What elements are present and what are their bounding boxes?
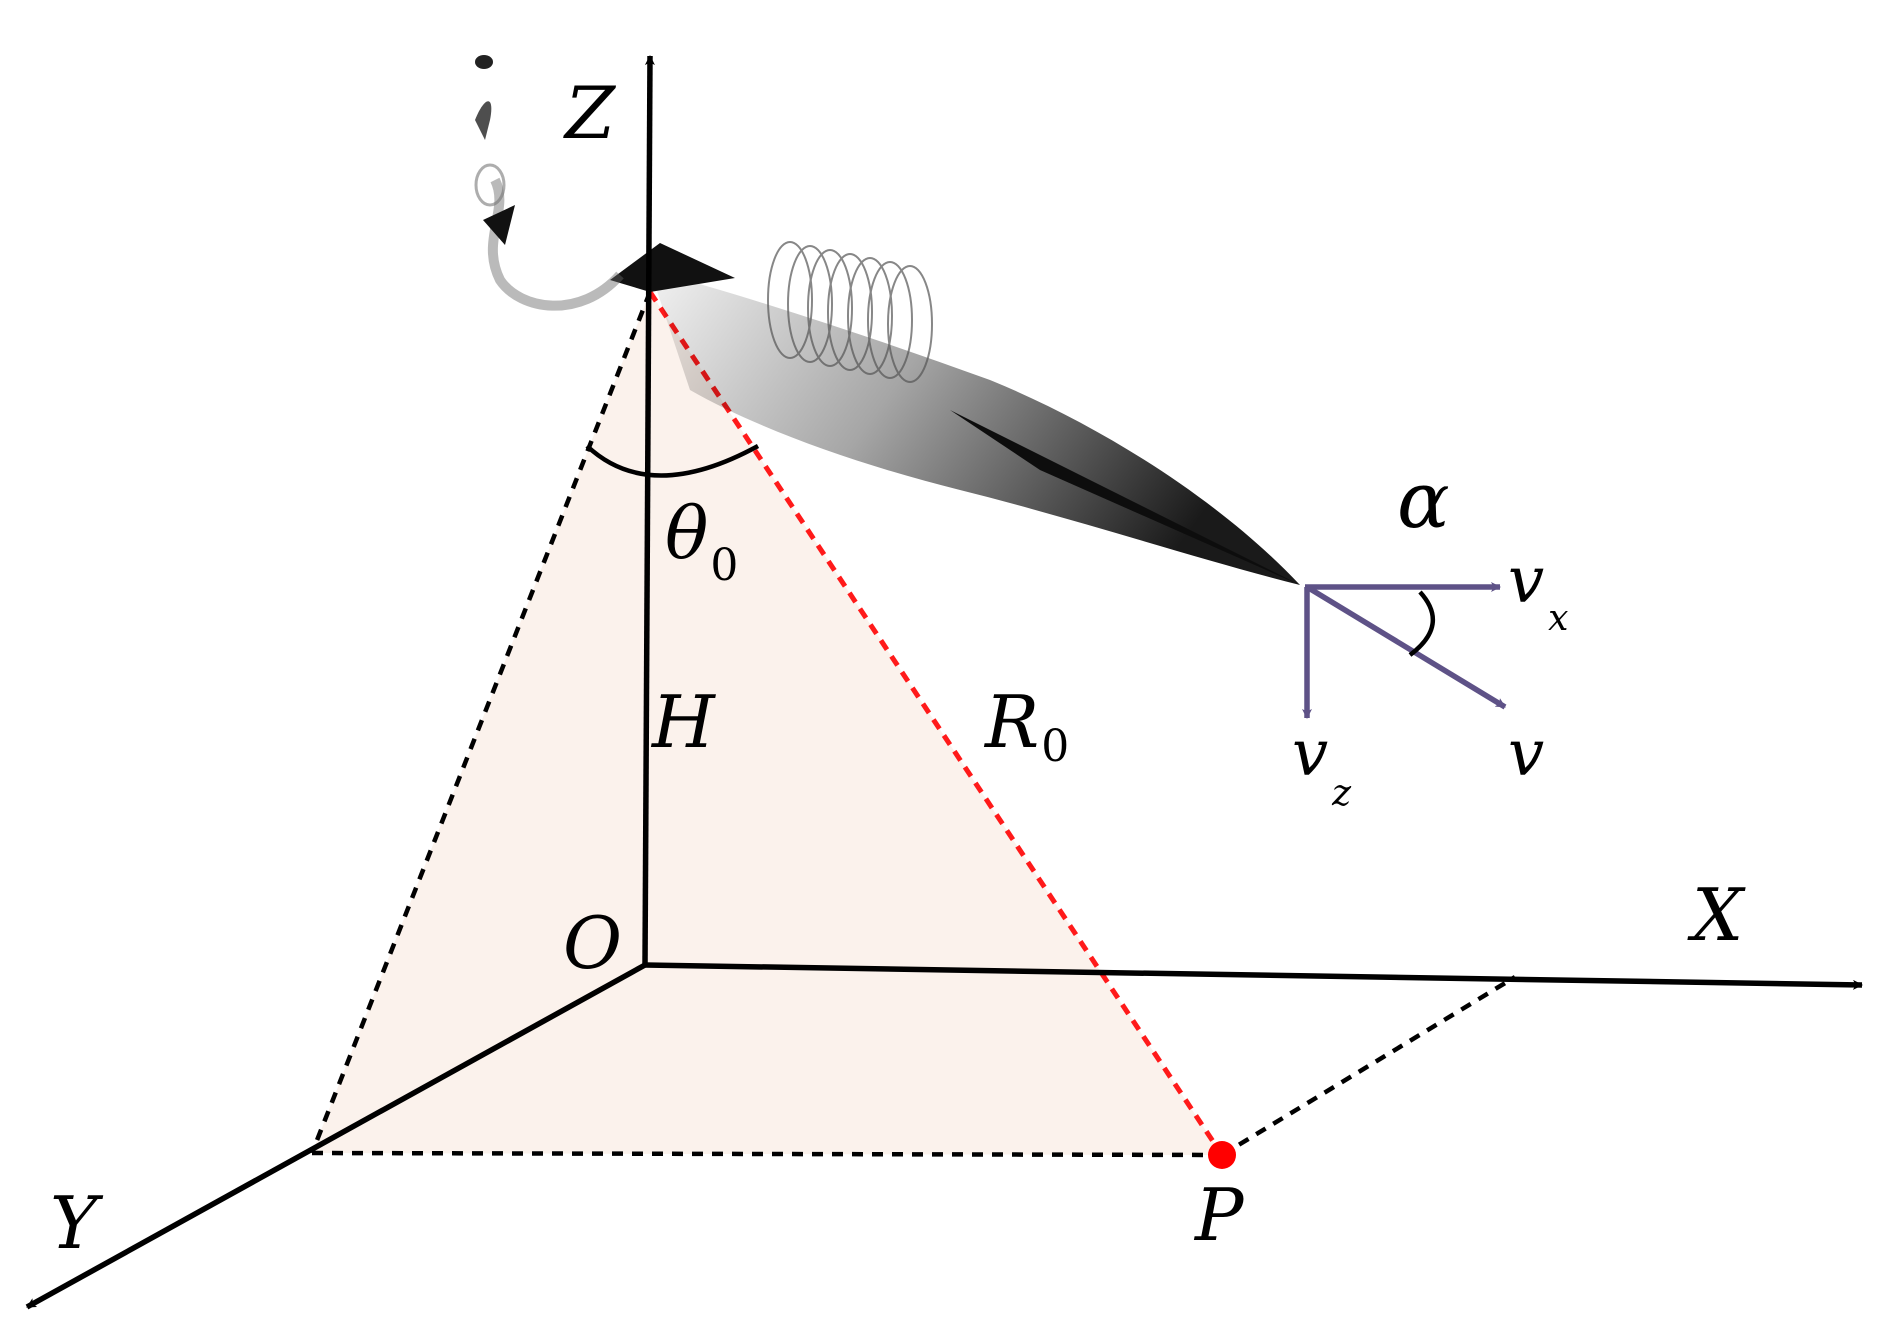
- shaded-plane-base: [312, 965, 1222, 1155]
- angle-symbol: θ: [665, 491, 708, 575]
- vz-subscript: z: [1331, 773, 1352, 814]
- shaded-plane: [312, 292, 1222, 1155]
- slant-range-label: R0: [983, 680, 1069, 772]
- z-axis: [642, 55, 655, 966]
- slant-range-symbol: R: [983, 680, 1039, 764]
- point-label: P: [1193, 1173, 1245, 1257]
- angle-label: θ0: [665, 491, 738, 591]
- slant-range-line: [647, 290, 1225, 1157]
- vz-label: vz: [1292, 717, 1352, 814]
- slant-range-subscript: 0: [1041, 721, 1069, 772]
- x-axis-label: X: [1687, 873, 1746, 957]
- vx-symbol: v: [1508, 544, 1544, 618]
- v-label: v: [1508, 717, 1544, 791]
- height-label: H: [650, 680, 716, 764]
- vehicle-trajectory: [474, 55, 1300, 585]
- dashed-line-top-to-y: [309, 291, 653, 1154]
- dashed-line-p-to-x: [1220, 975, 1517, 1157]
- v-arrow: [1305, 584, 1507, 710]
- vx-label: vx: [1508, 544, 1568, 639]
- velocity-vectors: [1302, 582, 1507, 719]
- y-axis-label: Y: [50, 1181, 104, 1265]
- point-p: [1208, 1141, 1236, 1169]
- alpha-label: α: [1397, 456, 1450, 546]
- z-axis-label: Z: [563, 71, 617, 155]
- angle-subscript: 0: [710, 540, 738, 591]
- vx-subscript: x: [1548, 598, 1568, 639]
- y-axis: [25, 962, 647, 1310]
- vz-symbol: v: [1292, 717, 1328, 791]
- x-axis: [644, 962, 1863, 990]
- alpha-arc: [1408, 590, 1436, 657]
- theta-arc: [585, 444, 760, 478]
- origin-label: O: [563, 901, 622, 985]
